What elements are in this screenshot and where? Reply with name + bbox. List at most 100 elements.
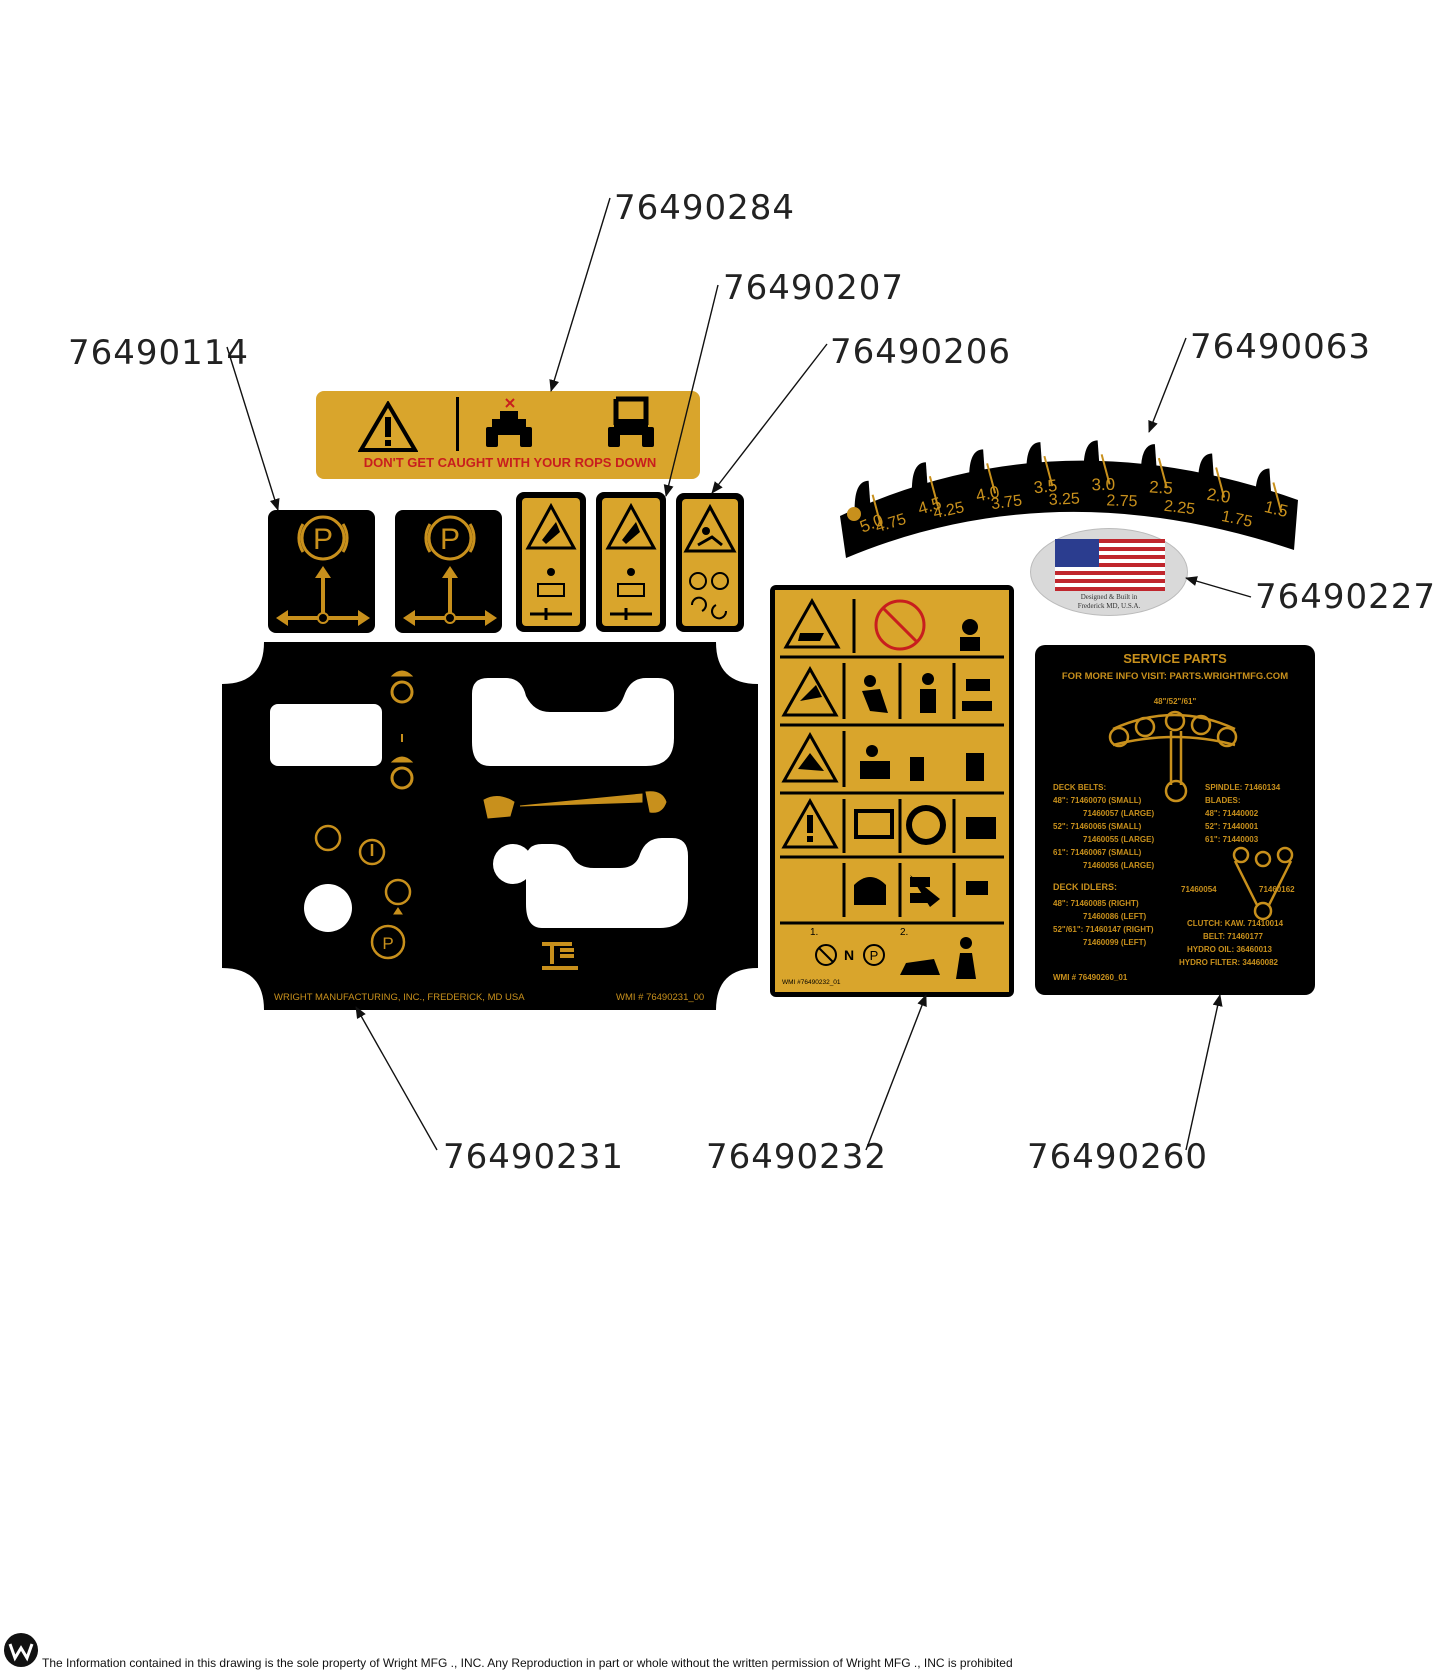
gauge-tick-mark (1043, 455, 1054, 487)
park-brake-decal-right: P (395, 510, 502, 633)
blade-item: 52": 71440001 (1205, 822, 1259, 831)
svg-text:P: P (870, 948, 879, 963)
svg-text:P: P (382, 934, 393, 953)
gauge-height-label: 1.75 (1220, 508, 1254, 531)
flag-caption-line2: Frederick MD, U.S.A. (1077, 602, 1141, 610)
leader-76490284 (549, 197, 611, 392)
deck-idler-item: 52"/61": 71460147 (RIGHT) (1053, 925, 1154, 934)
deck-belt-item: 48": 71460070 (SMALL) (1053, 796, 1142, 805)
belt-label: BELT: 71460177 (1203, 932, 1263, 941)
gauge-tooth (1026, 442, 1043, 471)
deck-belt-item: 71460055 (LARGE) (1083, 835, 1155, 844)
mower-rops-down-icon (486, 398, 532, 447)
deck-belt-diagram (1108, 710, 1294, 921)
gauge-tick-mark (1157, 457, 1168, 489)
safety-neutral-label: N (844, 947, 855, 963)
blade-item: 48": 71440002 (1205, 809, 1259, 818)
flag-caption-line1: Designed & Built in (1080, 593, 1138, 601)
gauge-height-label: 2.0 (1205, 485, 1231, 507)
callout-76490231: 76490231 (443, 1137, 625, 1177)
spindle-label: SPINDLE: 71460134 (1205, 783, 1281, 792)
blade-warning-decal-1 (516, 492, 586, 632)
gauge-tooth (854, 480, 871, 509)
gauge-tick-mark (1215, 467, 1226, 498)
gauge-height-label: 4.25 (932, 499, 966, 522)
gauge-height-label: 3.25 (1048, 490, 1080, 508)
dashboard-decal: P WRIGHT MANUFACTURING, INC., FREDERICK,… (222, 642, 758, 1010)
flag-decal: Designed & Built in Frederick MD, U.S.A. (1030, 528, 1188, 616)
pulley-right-label: 71460162 (1259, 885, 1295, 894)
callout-76490063: 76490063 (1190, 327, 1372, 367)
clutch-label: CLUTCH: KAW. 71410014 (1187, 919, 1284, 928)
park-brake-icon: P (403, 515, 497, 626)
deck-belts-label: DECK BELTS: (1053, 783, 1107, 792)
safety-part-number: WMI #76490232_01 (782, 979, 841, 986)
deck-belt-item: 61": 71460067 (SMALL) (1053, 848, 1142, 857)
rops-warning-text: DON'T GET CAUGHT WITH YOUR ROPS DOWN (363, 455, 657, 470)
deck-belts-list: 48": 71460070 (SMALL) 71460057 (LARGE) 5… (1053, 794, 1154, 872)
pulley-left-label: 71460054 (1181, 885, 1217, 894)
safety-instruction-decal: P 1. 2. N WMI #76490232_01 (770, 585, 1014, 997)
deck-idlers-label: DECK IDLERS: (1053, 882, 1118, 892)
leader-76490231 (355, 1006, 438, 1151)
safety-step-1-label: 1. (810, 927, 819, 938)
wright-logo-icon (4, 1633, 38, 1667)
gauge-tick-mark (1100, 454, 1111, 485)
gauge-tick-mark (986, 463, 997, 494)
leader-76490232 (865, 994, 927, 1151)
gauge-tooth (1140, 444, 1157, 473)
gauge-height-label: 2.25 (1163, 498, 1196, 519)
gauge-tick-mark (928, 476, 939, 507)
service-parts-title: SERVICE PARTS (1123, 651, 1227, 666)
gauge-height-label: 3.75 (990, 492, 1023, 513)
deck-belt-item: 71460057 (LARGE) (1083, 809, 1155, 818)
dashboard-part-number: WMI # 76490231_00 (616, 992, 705, 1003)
gauge-height-label: 4.0 (974, 482, 1001, 505)
deck-idler-item: 71460086 (LEFT) (1083, 912, 1147, 921)
hydro-filter-label: HYDRO FILTER: 34460082 (1179, 958, 1278, 967)
gauge-tooth (911, 462, 928, 491)
gauge-height-label: 2.5 (1149, 477, 1174, 498)
deck-belt-item: 52": 71460065 (SMALL) (1053, 822, 1142, 831)
gauge-tooth (1083, 440, 1100, 469)
callout-76490232: 76490232 (706, 1137, 888, 1177)
deck-belt-item: 71460056 (LARGE) (1083, 861, 1155, 870)
blade-item: 61": 71440003 (1205, 835, 1259, 844)
american-flag-icon (1055, 539, 1165, 591)
divider (456, 397, 459, 451)
gauge-tick-mark (871, 494, 882, 525)
deck-idler-item: 71460099 (LEFT) (1083, 938, 1147, 947)
leader-76490227 (1185, 576, 1252, 598)
footer-disclaimer: The Information contained in this drawin… (42, 1656, 1013, 1670)
rops-decal: DON'T GET CAUGHT WITH YOUR ROPS DOWN (316, 391, 700, 479)
callout-76490114: 76490114 (68, 333, 250, 373)
gauge-tooth (1255, 468, 1272, 497)
gauge-height-label: 2.75 (1106, 492, 1138, 510)
gauge-height-label: 3.5 (1033, 476, 1059, 497)
service-parts-decal: SERVICE PARTS FOR MORE INFO VISIT: PARTS… (1035, 645, 1315, 995)
svg-text:P: P (313, 523, 333, 556)
callout-76490206: 76490206 (830, 332, 1012, 372)
blade-hazard-icon (525, 502, 577, 620)
callout-76490207: 76490207 (723, 268, 905, 308)
callout-76490284: 76490284 (614, 188, 796, 228)
deck-idler-item: 48": 71460085 (RIGHT) (1053, 899, 1139, 908)
park-brake-icon: P (276, 515, 370, 626)
callout-76490227: 76490227 (1255, 577, 1437, 617)
gauge-tick-mark (1272, 482, 1283, 513)
blade-warning-decal-2 (596, 492, 666, 632)
gauge-tooth (1198, 453, 1215, 482)
leader-76490206 (711, 343, 828, 494)
gauge-tooth (969, 449, 986, 478)
svg-text:P: P (440, 523, 460, 556)
safety-step-2-label: 2. (900, 927, 909, 938)
safety-pictogram-grid: P (780, 597, 1004, 979)
leader-76490260 (1185, 994, 1223, 1151)
service-parts-subtitle: FOR MORE INFO VISIT: PARTS.WRIGHTMFG.COM (1061, 671, 1289, 682)
mower-rops-up-icon (608, 396, 654, 447)
gauge-height-label: 3.0 (1091, 475, 1115, 495)
warning-triangle-icon (358, 401, 418, 452)
thrown-object-warning-decal (676, 493, 744, 632)
park-brake-decal-left: P (268, 510, 375, 633)
